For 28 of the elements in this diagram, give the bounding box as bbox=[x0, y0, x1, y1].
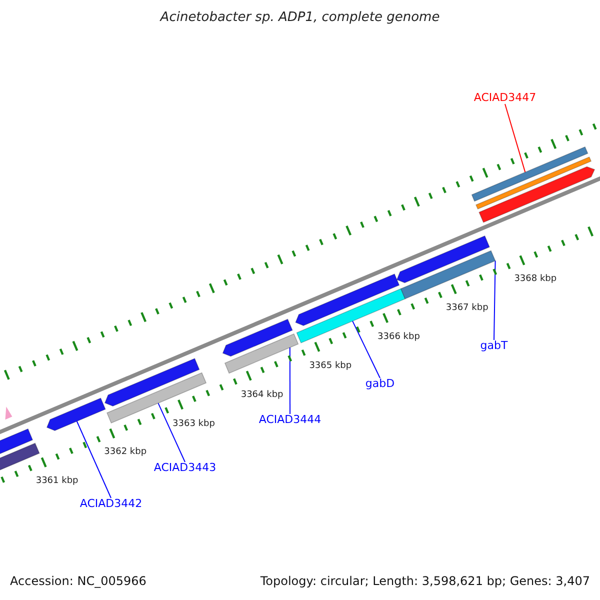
gene-bar bbox=[400, 250, 496, 300]
scale-label: 3366 kbp bbox=[378, 332, 420, 343]
scale-label: 3363 kbp bbox=[172, 418, 215, 430]
scale-label: 3367 kbp bbox=[446, 303, 488, 314]
leader-line bbox=[494, 260, 496, 340]
gene-bar bbox=[296, 288, 406, 344]
gene-bar bbox=[224, 333, 299, 374]
gene-label: ACIAD3447 bbox=[474, 91, 536, 104]
gene-bar bbox=[471, 146, 588, 202]
gene-label: gabT bbox=[480, 339, 508, 352]
gene-bar bbox=[46, 398, 106, 432]
gene-label: ACIAD3442 bbox=[80, 497, 142, 510]
diagram-title: Acinetobacter sp. ADP1, complete genome bbox=[160, 10, 440, 26]
leader-line bbox=[289, 347, 290, 414]
gene-label: ACIAD3443 bbox=[154, 461, 216, 474]
scale-label: 3368 kbp bbox=[514, 274, 557, 286]
scale-label: 3364 kbp bbox=[240, 390, 284, 401]
leader-line bbox=[352, 320, 380, 378]
scale-label: 3365 kbp bbox=[309, 360, 352, 372]
leader-line bbox=[504, 104, 526, 173]
genome-summary: Topology: circular; Length: 3,598,621 bp; Genes: 3,407 bbox=[260, 574, 590, 588]
gene-label: gabD bbox=[365, 377, 395, 390]
scale-label: 3362 kbp bbox=[104, 447, 147, 458]
accession-text: Accession: NC_005966 bbox=[10, 574, 146, 588]
gene-label: ACIAD3444 bbox=[258, 413, 322, 426]
leader-line bbox=[158, 402, 186, 462]
leader-line bbox=[76, 420, 112, 498]
scale-label: 3361 kbp bbox=[36, 476, 78, 488]
